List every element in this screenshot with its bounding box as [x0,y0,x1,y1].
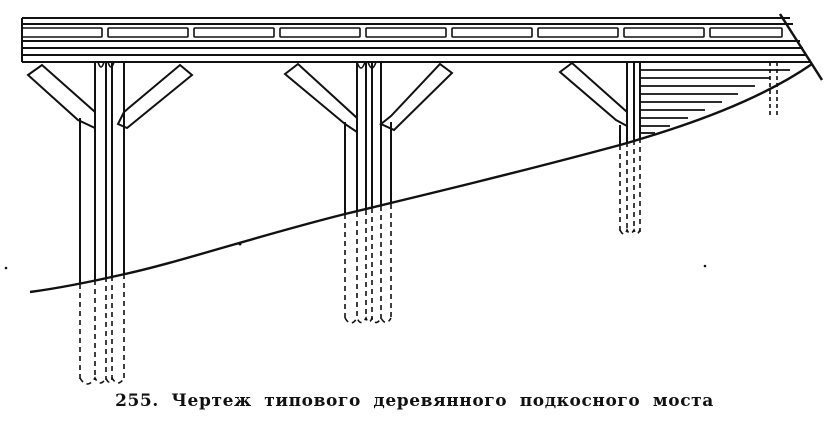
bridge-pier-3 [558,61,641,235]
abutment-piles [769,62,778,115]
ink-speck [4,266,8,270]
ground-line [29,63,813,294]
figure-caption: 255. Чертеж типового деревянного подкосн… [0,391,829,411]
bridge-pier-1 [26,61,194,385]
abutment-logs [640,69,790,134]
bridge-pier-2 [283,61,454,324]
ink-speck [703,264,707,268]
figure-caption-text: Чертеж типового деревянного подкосного м… [171,391,714,411]
bridge-deck [21,13,824,81]
deck-railing-slots [21,27,783,38]
figure-number: 255. [115,391,159,411]
ink-speck [238,242,242,246]
